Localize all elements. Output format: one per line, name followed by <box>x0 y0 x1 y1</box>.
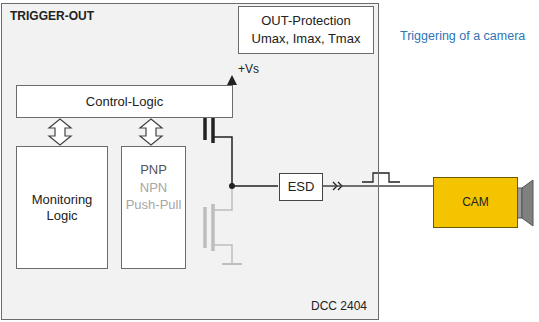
node-text: OUT-Protection <box>261 13 351 29</box>
junction-dot <box>229 183 235 189</box>
trigger-pulse <box>362 173 400 182</box>
interface-arrow <box>49 119 71 145</box>
node-text: ESD <box>288 179 315 195</box>
node-text: CAM <box>462 195 489 209</box>
npn-transistor-greyed <box>205 189 242 264</box>
node-text: Umax, Imax, Tmax <box>252 31 361 47</box>
node-text: Monitoring Logic <box>20 192 104 223</box>
node-text: Push-Pull <box>126 197 182 213</box>
output-type-box: PNP NPNPush-Pull <box>121 146 186 269</box>
node-text: TRIGGER-OUT <box>10 9 94 23</box>
supply-label: +Vs <box>238 62 259 76</box>
esd-box: ESD <box>279 173 323 201</box>
node-text: Control-Logic <box>86 94 163 110</box>
process-box: Monitoring Logic <box>16 146 108 269</box>
protection-box: OUT-ProtectionUmax, Imax, Tmax <box>238 6 374 54</box>
camera-lens <box>517 180 533 226</box>
node-text: PNP <box>140 162 167 178</box>
supply-arrow <box>227 75 237 85</box>
housing-box: TRIGGER-OUT DCC 2404 OUT-ProtectionUmax, I… <box>1 3 379 320</box>
node-text: NPN <box>140 180 167 196</box>
camera-body: CAM <box>433 177 518 228</box>
caption-note: Triggering of a camera <box>400 29 525 43</box>
process-box: Control-Logic <box>16 85 233 118</box>
node-text: DCC 2404 <box>311 299 367 313</box>
interface-arrow <box>140 119 162 145</box>
housing-fill <box>2 4 379 320</box>
signal-wire <box>323 185 433 187</box>
